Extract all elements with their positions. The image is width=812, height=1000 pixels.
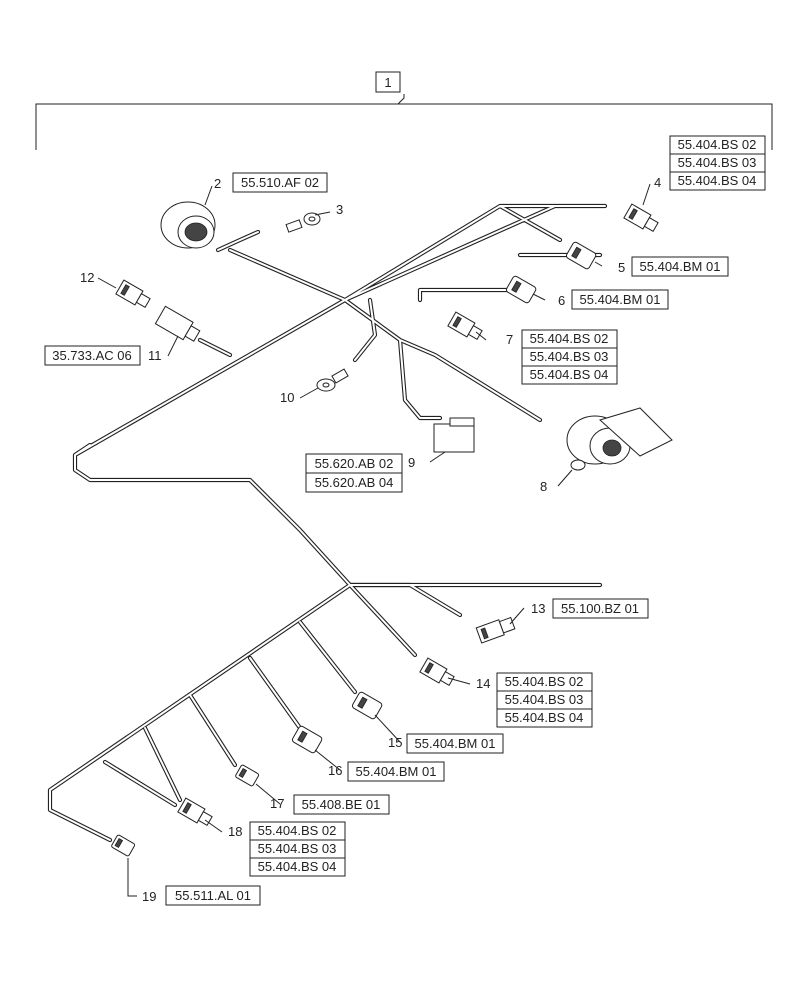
callout-18: 18 <box>228 824 242 839</box>
connector-13[interactable] <box>475 616 516 644</box>
callout-8: 8 <box>540 479 547 494</box>
callout-16: 16 <box>328 763 342 778</box>
callout-4: 4 <box>654 175 661 190</box>
ref-2: 55.510.AF 02 <box>241 175 319 190</box>
reference-boxes: 55.510.AF 02 55.404.BS 02 55.404.BS 03 5… <box>44 135 766 906</box>
callout-14: 14 <box>476 676 490 691</box>
ref-7a: 55.404.BS 02 <box>530 331 609 346</box>
ref-box-13[interactable]: 55.100.BZ 01 <box>552 598 649 619</box>
ref-11: 35.733.AC 06 <box>52 348 132 363</box>
ref-box-4[interactable]: 55.404.BS 02 55.404.BS 03 55.404.BS 04 <box>669 135 766 191</box>
ref-16: 55.404.BM 01 <box>356 764 437 779</box>
assembly-label: 1 <box>384 75 391 90</box>
callout-11: 11 <box>148 348 162 363</box>
ref-14c: 55.404.BS 04 <box>505 710 584 725</box>
ref-4b: 55.404.BS 03 <box>678 155 757 170</box>
connector-16[interactable] <box>291 725 323 754</box>
ref-box-14[interactable]: 55.404.BS 02 55.404.BS 03 55.404.BS 04 <box>496 672 593 728</box>
ref-9a: 55.620.AB 02 <box>315 456 394 471</box>
callout-3: 3 <box>336 202 343 217</box>
callout-6: 6 <box>558 293 565 308</box>
ref-box-15[interactable]: 55.404.BM 01 <box>406 733 504 754</box>
round-connector-2[interactable] <box>160 201 216 249</box>
ref-box-6[interactable]: 55.404.BM 01 <box>571 289 669 310</box>
ref-14b: 55.404.BS 03 <box>505 692 584 707</box>
ref-box-18[interactable]: 55.404.BS 02 55.404.BS 03 55.404.BS 04 <box>249 821 346 877</box>
ref-box-5[interactable]: 55.404.BM 01 <box>631 256 729 277</box>
ring-terminal-3[interactable] <box>285 212 321 233</box>
ref-18c: 55.404.BS 04 <box>258 859 337 874</box>
ref-18a: 55.404.BS 02 <box>258 823 337 838</box>
ref-6: 55.404.BM 01 <box>580 292 661 307</box>
ref-7b: 55.404.BS 03 <box>530 349 609 364</box>
ref-box-7[interactable]: 55.404.BS 02 55.404.BS 03 55.404.BS 04 <box>521 329 618 385</box>
ref-13: 55.100.BZ 01 <box>561 601 639 616</box>
ref-4c: 55.404.BS 04 <box>678 173 757 188</box>
connector-6[interactable] <box>505 275 537 304</box>
callout-7: 7 <box>506 332 513 347</box>
ref-5: 55.404.BM 01 <box>640 259 721 274</box>
connector-4[interactable] <box>623 203 660 234</box>
ref-15: 55.404.BM 01 <box>415 736 496 751</box>
callout-9: 9 <box>408 455 415 470</box>
ref-18b: 55.404.BS 03 <box>258 841 337 856</box>
callout-13: 13 <box>531 601 545 616</box>
ref-box-19[interactable]: 55.511.AL 01 <box>165 885 261 906</box>
ref-17: 55.408.BE 01 <box>302 797 381 812</box>
connector-19[interactable] <box>111 834 136 857</box>
ref-box-9[interactable]: 55.620.AB 02 55.620.AB 04 <box>305 453 403 493</box>
wire-harness <box>47 203 608 843</box>
connector-5[interactable] <box>565 241 597 270</box>
callout-5: 5 <box>618 260 625 275</box>
callout-12: 12 <box>80 270 94 285</box>
callout-numbers: 2 3 4 5 6 7 8 9 10 11 12 13 14 15 16 17 … <box>80 175 661 904</box>
trailer-socket-8[interactable] <box>566 407 673 471</box>
ring-terminal-10[interactable] <box>316 368 349 392</box>
ref-14a: 55.404.BS 02 <box>505 674 584 689</box>
callout-17: 17 <box>270 796 284 811</box>
assembly-bracket: 1 <box>35 71 773 150</box>
callout-15: 15 <box>388 735 402 750</box>
connector-11[interactable] <box>154 305 201 344</box>
connector-15[interactable] <box>351 691 383 720</box>
connector-7[interactable] <box>447 311 484 342</box>
connector-18[interactable] <box>177 797 214 828</box>
callout-2: 2 <box>214 176 221 191</box>
connector-14[interactable] <box>419 657 456 688</box>
connector-9[interactable] <box>433 417 475 453</box>
ref-19: 55.511.AL 01 <box>175 888 251 903</box>
connector-17[interactable] <box>235 764 260 787</box>
ref-4a: 55.404.BS 02 <box>678 137 757 152</box>
leader-lines <box>97 183 651 897</box>
ref-box-17[interactable]: 55.408.BE 01 <box>293 794 390 815</box>
ref-box-16[interactable]: 55.404.BM 01 <box>347 761 445 782</box>
connector-12[interactable] <box>115 279 152 310</box>
ref-box-2[interactable]: 55.510.AF 02 <box>232 172 328 193</box>
callout-19: 19 <box>142 889 156 904</box>
ref-box-11[interactable]: 35.733.AC 06 <box>44 345 141 366</box>
ref-7c: 55.404.BS 04 <box>530 367 609 382</box>
ref-9b: 55.620.AB 04 <box>315 475 394 490</box>
callout-10: 10 <box>280 390 294 405</box>
